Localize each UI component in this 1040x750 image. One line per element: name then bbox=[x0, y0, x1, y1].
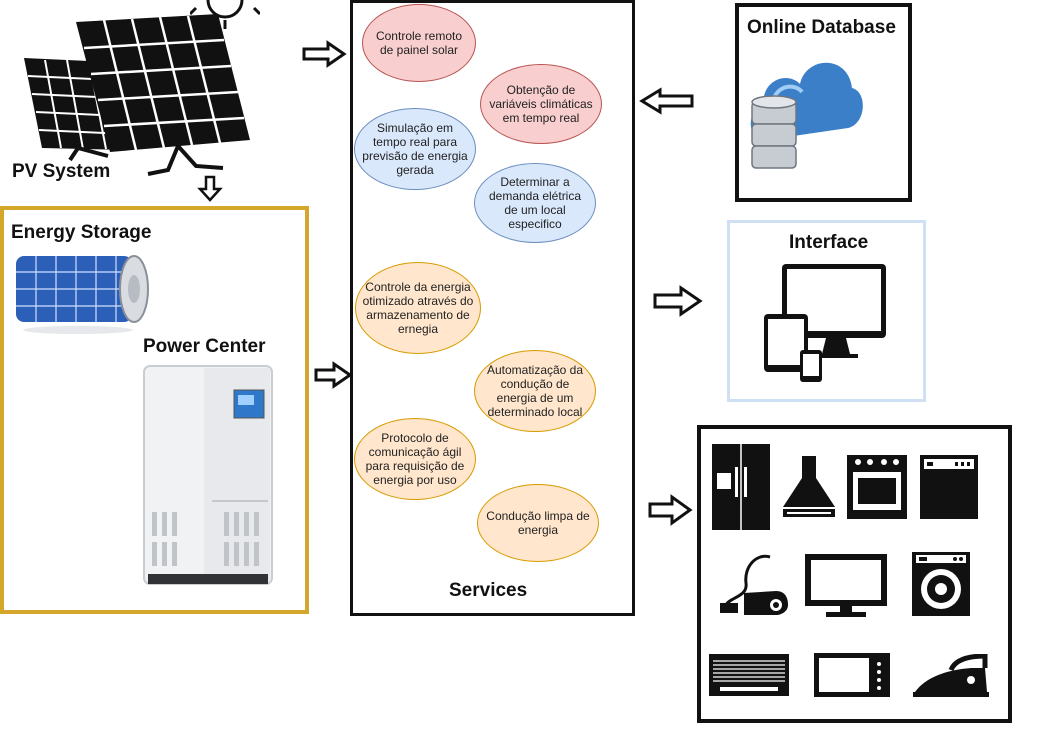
arrow-pv-to-services bbox=[302, 40, 347, 68]
devices-icon bbox=[764, 264, 886, 382]
services-label: Services bbox=[449, 580, 528, 601]
service-remote-solar-control: Controle remoto de painel solar bbox=[362, 4, 476, 82]
service-electric-demand: Determinar a demanda elétrica de um loca… bbox=[474, 163, 596, 243]
arrow-storage-to-services bbox=[314, 361, 353, 389]
service-clean-energy: Condução limpa de energia bbox=[477, 484, 599, 562]
cloud-database-icon bbox=[750, 62, 863, 169]
arrow-services-to-appliances bbox=[648, 494, 693, 526]
oven-icon bbox=[847, 455, 907, 519]
power-center-label: Power Center bbox=[143, 336, 266, 357]
arrow-services-to-interface bbox=[653, 285, 703, 317]
energy-storage-label: Energy Storage bbox=[11, 222, 152, 243]
service-energy-automation: Automatização da condução de energia de … bbox=[474, 350, 596, 432]
service-optimized-storage: Controle da energia otimizado através do… bbox=[355, 262, 481, 354]
sun-icon bbox=[190, 0, 260, 29]
vacuum-cleaner-icon bbox=[720, 554, 788, 615]
arrow-pv-to-storage bbox=[197, 175, 223, 202]
interface-label: Interface bbox=[789, 232, 869, 253]
air-conditioner-icon bbox=[709, 654, 789, 696]
battery-icon bbox=[16, 255, 149, 334]
washing-machine-icon bbox=[912, 552, 970, 616]
tv-icon bbox=[805, 554, 887, 617]
interface-box bbox=[727, 220, 926, 402]
microwave-icon bbox=[814, 653, 890, 697]
appliances-box bbox=[697, 425, 1012, 723]
energy-storage-box bbox=[0, 206, 309, 614]
dishwasher-icon bbox=[920, 455, 978, 519]
range-hood-icon bbox=[783, 456, 835, 517]
refrigerator-icon bbox=[712, 444, 770, 530]
power-center-cabinet-icon bbox=[143, 365, 273, 585]
service-climate-variables: Obtenção de variáveis climáticas em temp… bbox=[480, 64, 602, 144]
online-database-box bbox=[735, 3, 912, 202]
service-realtime-simulation: Simulação em tempo real para previsão de… bbox=[354, 108, 476, 190]
arrow-database-to-services bbox=[639, 87, 694, 115]
solar-panel-icon bbox=[24, 14, 250, 176]
services-box bbox=[350, 0, 635, 616]
iron-icon bbox=[913, 654, 989, 697]
service-agile-protocol: Protocolo de comunicação ágil para requi… bbox=[354, 418, 476, 500]
pv-system-label: PV System bbox=[12, 161, 111, 182]
online-database-label: Online Database bbox=[747, 17, 896, 38]
